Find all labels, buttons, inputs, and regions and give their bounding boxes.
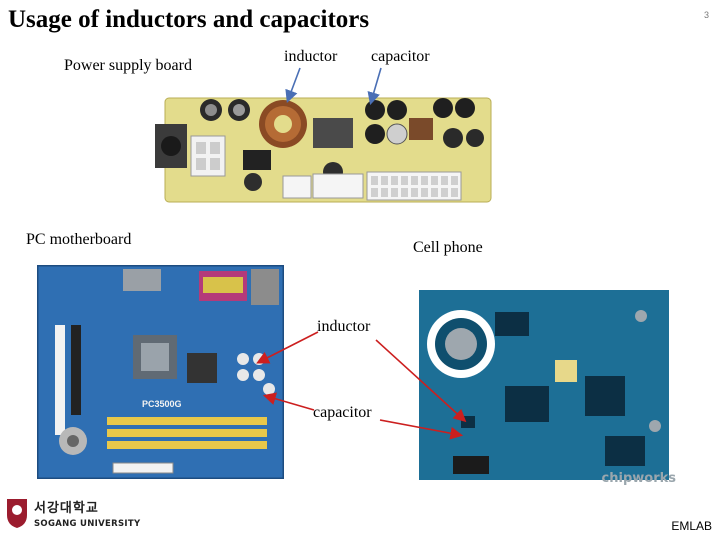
- arrow-capacitor-mb: [262, 392, 315, 411]
- university-name-en: SOGANG UNIVERSITY: [34, 519, 141, 529]
- label-cell-phone: Cell phone: [413, 239, 483, 256]
- sogang-emblem-icon: [7, 499, 27, 528]
- pc-motherboard-photo: PC3500G: [37, 265, 284, 479]
- motherboard-chip-marking: PC3500G: [142, 399, 182, 409]
- slide-title: Usage of inductors and capacitors: [8, 6, 370, 33]
- label-pc-motherboard: PC motherboard: [26, 231, 132, 248]
- university-logo: 서강대학교 SOGANG UNIVERSITY: [4, 497, 140, 533]
- chipworks-watermark: chipworks: [601, 471, 676, 486]
- power-supply-board-photo: [153, 94, 498, 208]
- cell-phone-board-photo: chipworks: [405, 266, 686, 490]
- arrow-inductor-top: [285, 67, 301, 103]
- arrow-capacitor-top: [367, 67, 382, 106]
- label-inductor-mid: inductor: [317, 318, 371, 335]
- university-name-kr: 서강대학교: [34, 501, 99, 516]
- label-inductor-top: inductor: [284, 48, 338, 65]
- arrow-inductor-mb: [256, 331, 319, 364]
- label-capacitor-mid: capacitor: [313, 404, 372, 421]
- footer-emlab: EMLAB: [671, 519, 712, 533]
- page-number: 3: [704, 10, 710, 20]
- arrow-inductor-phone: [375, 339, 467, 423]
- arrow-capacitor-phone: [379, 419, 464, 440]
- label-power-supply-board: Power supply board: [64, 57, 192, 74]
- label-capacitor-top: capacitor: [371, 48, 430, 65]
